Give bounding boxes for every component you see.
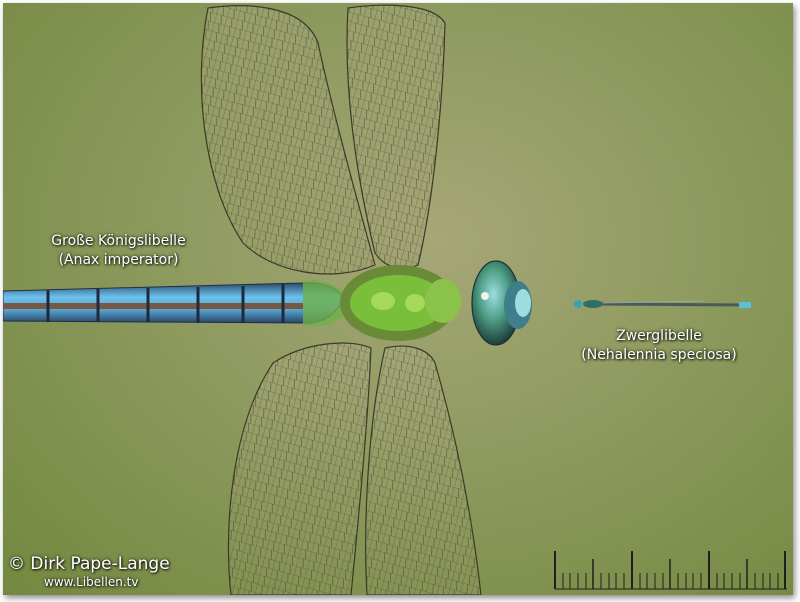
lower-left-wing: [227, 342, 372, 595]
nehalennia-label: Zwerglibelle (Nehalennia speciosa): [559, 327, 759, 365]
upper-right-wing: [346, 4, 446, 269]
anax-thorax: [340, 265, 461, 341]
nehalennia-species-name: (Nehalennia speciosa): [581, 347, 737, 363]
photo-credit: © Dirk Pape-Lange www.Libellen.tv: [8, 554, 170, 590]
ruler-scale-bar: [554, 551, 787, 590]
anax-species-name: (Anax imperator): [58, 252, 179, 268]
nehalennia-common-name: Zwerglibelle: [616, 328, 702, 344]
anax-head: [471, 260, 532, 346]
upper-left-wing: [200, 5, 376, 275]
dragonfly-photo: [3, 4, 787, 595]
credit-name: © Dirk Pape-Lange: [8, 554, 170, 574]
nehalennia-damselfly: [574, 300, 751, 308]
lower-right-wing: [365, 345, 482, 595]
anax-common-name: Große Königslibelle: [51, 233, 186, 249]
credit-url: www.Libellen.tv: [44, 575, 139, 589]
anax-abdomen: [3, 280, 348, 327]
anax-label: Große Königslibelle (Anax imperator): [31, 232, 206, 270]
photo-frame: Große Königslibelle (Anax imperator) Zwe…: [3, 3, 793, 595]
